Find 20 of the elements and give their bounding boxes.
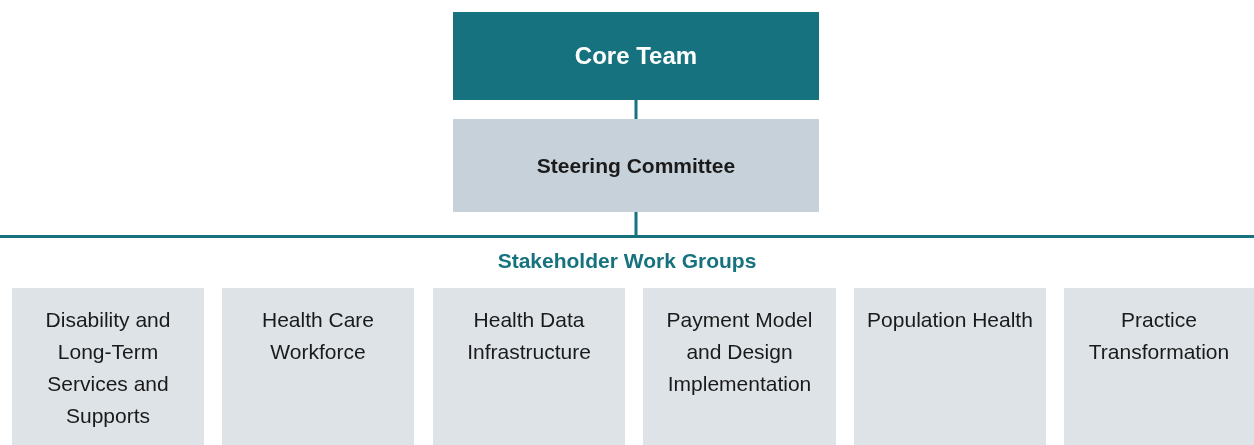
work-group-box [222, 288, 414, 445]
node-label: Health Care Workforce [260, 307, 376, 365]
work-group-band [0, 235, 1254, 445]
work-group-box [854, 288, 1046, 445]
node-label: Health Data Infrastructure [466, 307, 592, 365]
node-label: Practice Transformation [1087, 307, 1231, 365]
committee-box [453, 119, 819, 212]
connector-line [634, 100, 638, 119]
node-label: Steering Committee [536, 153, 736, 178]
work-group-box [643, 288, 836, 445]
node-label: Disability and Long-Term Services and Supports [44, 307, 172, 429]
work-group-box [12, 288, 204, 445]
node-label: Population Health [866, 307, 1034, 333]
connector-line [634, 212, 638, 235]
team-box [453, 12, 819, 100]
work-group-box [1064, 288, 1254, 445]
group-heading: Stakeholder Work Groups [497, 249, 757, 273]
node-label: Payment Model and Design Implementation [665, 307, 814, 397]
node-label: Core Team [574, 42, 698, 70]
work-group-box [433, 288, 625, 445]
